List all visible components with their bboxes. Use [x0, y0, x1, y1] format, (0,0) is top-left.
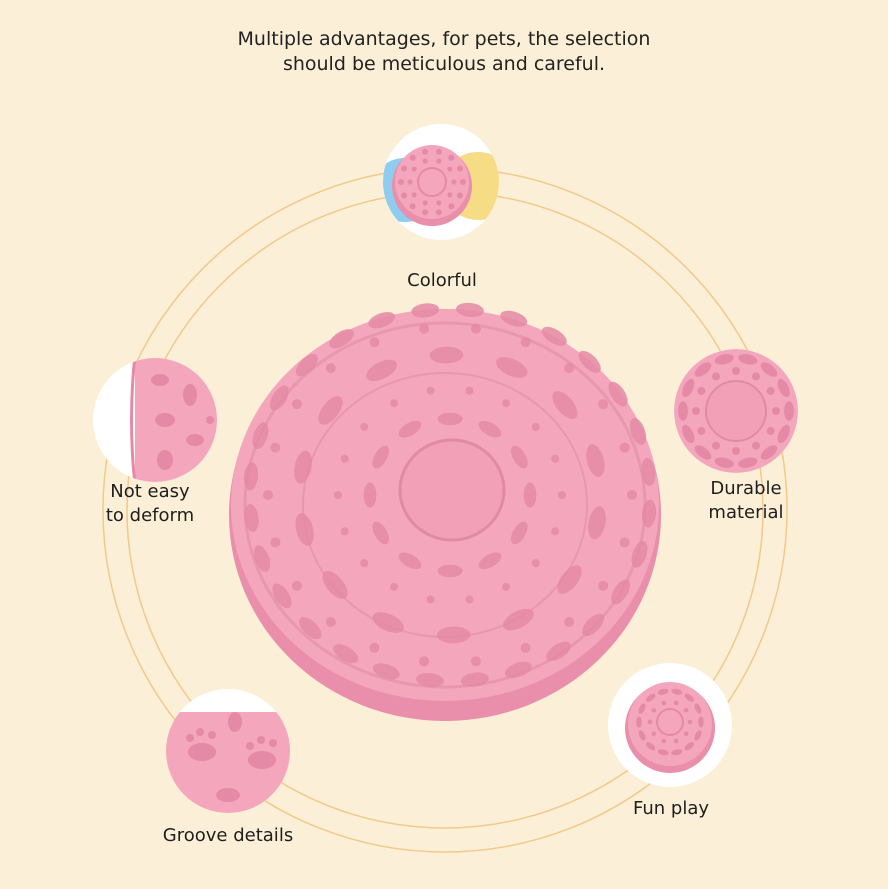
headline-line-1: Multiple advantages, for pets, the selec… [237, 28, 651, 50]
fun-thumbnail [608, 663, 732, 787]
label-groove: Groove details [162, 825, 294, 846]
label-deform: Not easy to deform [88, 480, 212, 528]
label-deform-line-1: Not easy [110, 481, 190, 502]
label-durable-line-2: material [708, 502, 784, 523]
main-frisbee [229, 302, 661, 721]
label-durable-line-1: Durable [710, 478, 782, 499]
headline: Multiple advantages, for pets, the selec… [0, 27, 888, 77]
colorful-thumbnail [383, 124, 499, 240]
headline-line-2: should be meticulous and careful. [282, 53, 606, 75]
deform-thumbnail [93, 358, 217, 482]
label-durable: Durable material [686, 477, 806, 525]
groove-thumbnail [166, 689, 290, 813]
durable-thumbnail [674, 349, 798, 473]
label-fun: Fun play [632, 798, 710, 819]
label-colorful: Colorful [407, 270, 477, 291]
label-deform-line-2: to deform [105, 505, 195, 526]
